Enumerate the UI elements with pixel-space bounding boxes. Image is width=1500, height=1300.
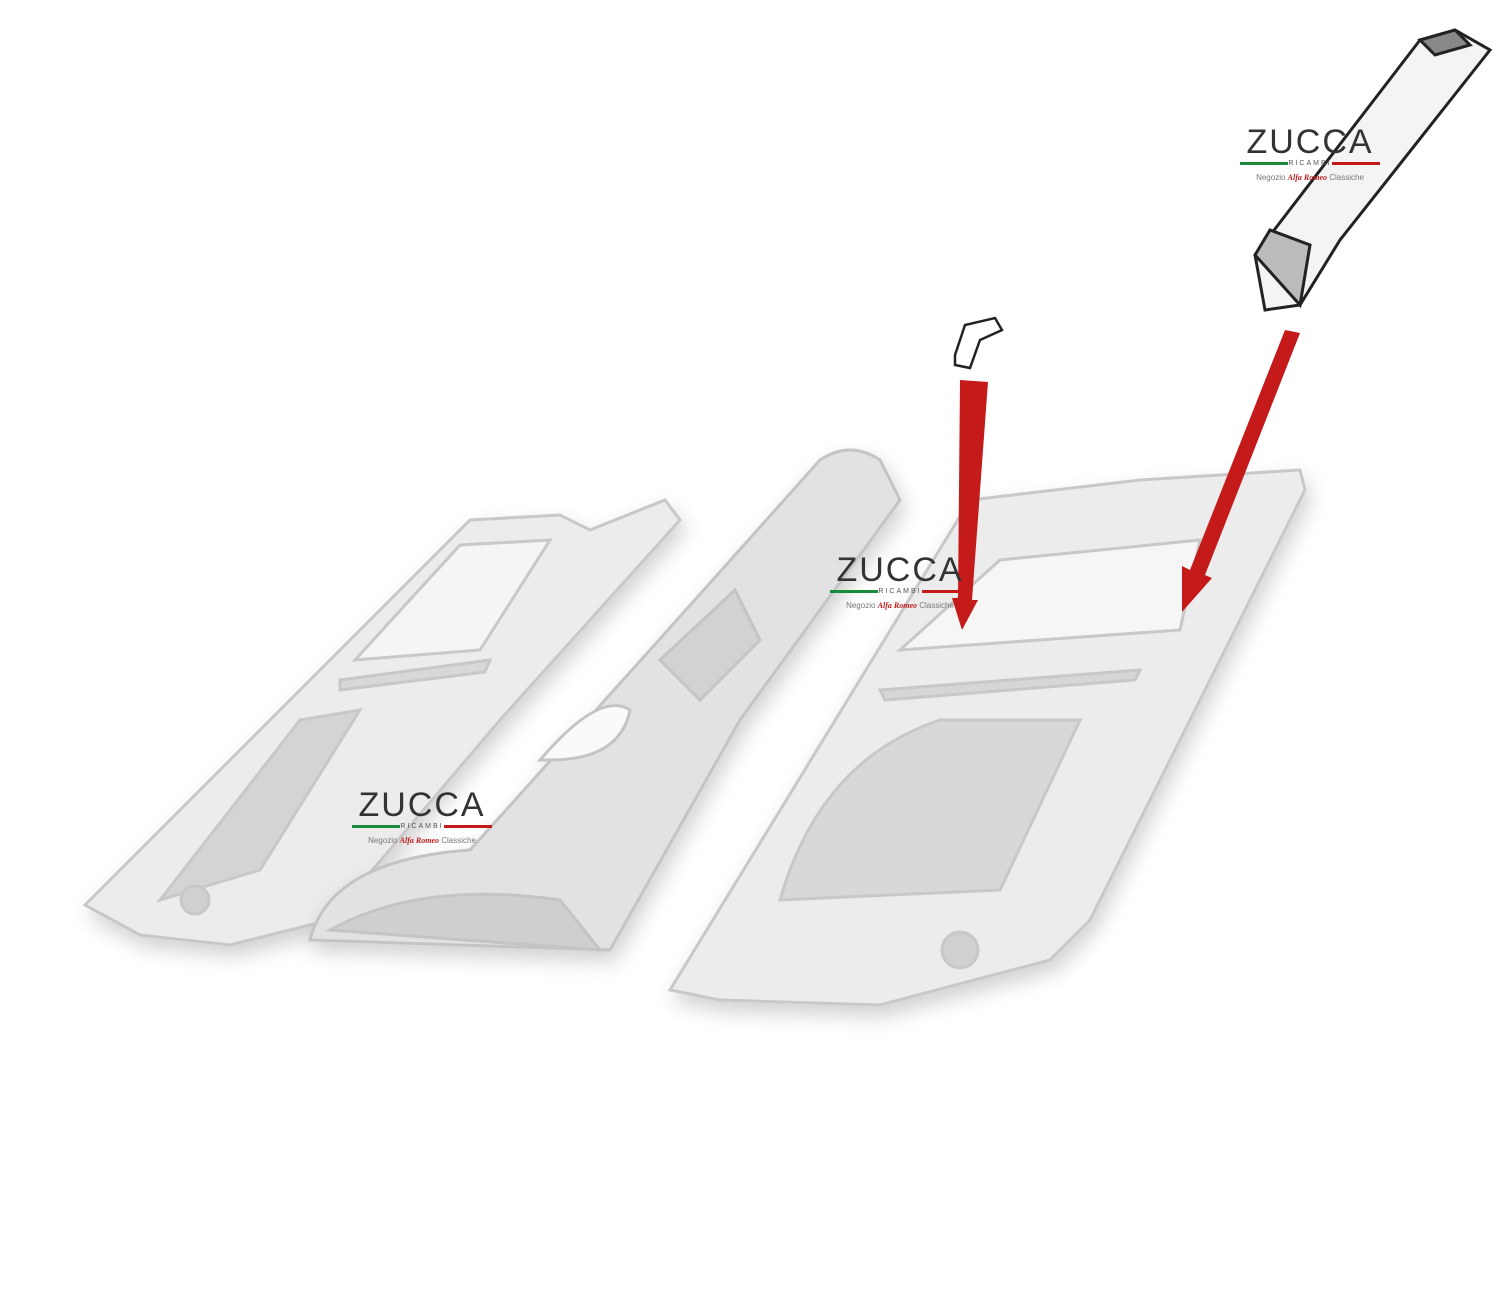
transmission-tunnel bbox=[308, 448, 902, 952]
watermark-logo: ZUCCA RICAMBI Negozio Alfa Romeo Classic… bbox=[830, 553, 971, 610]
watermark-logo: ZUCCA RICAMBI Negozio Alfa Romeo Classic… bbox=[1240, 125, 1381, 182]
floor-pan-left bbox=[82, 498, 682, 947]
arrow-rail bbox=[1182, 330, 1300, 612]
arrow-bracket bbox=[952, 380, 988, 630]
small-bracket-part bbox=[953, 316, 1004, 370]
crossmember-rail-part bbox=[1253, 28, 1493, 312]
watermark-logo: ZUCCA RICAMBI Negozio Alfa Romeo Classic… bbox=[352, 788, 493, 845]
floor-pan-right bbox=[667, 468, 1307, 1007]
